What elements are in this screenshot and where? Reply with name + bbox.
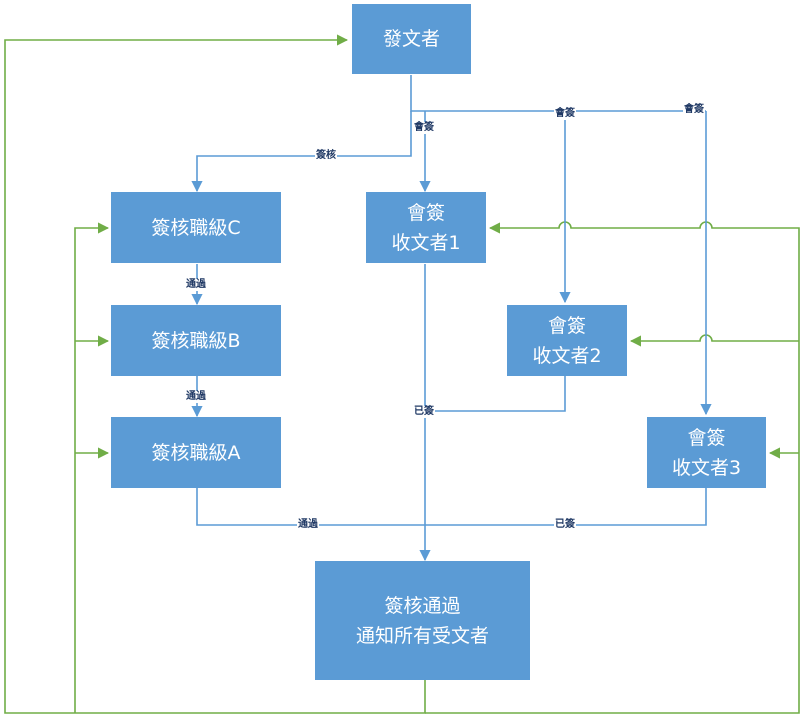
signed-3-edge-label: 已簽 <box>554 519 576 531</box>
sender-trunk-line <box>410 75 706 112</box>
level-a-box: 簽核職級A <box>111 417 281 488</box>
level-b-label: 簽核職級B <box>151 329 241 352</box>
return-to-sender-line <box>4 34 426 714</box>
sender-label: 發文者 <box>382 28 440 50</box>
pass-c-b-edge-label: 通過 <box>185 279 207 291</box>
return-right-bus-line <box>425 221 800 714</box>
pass-a-edge-label: 通過 <box>297 519 319 531</box>
co-recipient-2-line-1: 會簽 <box>547 314 586 337</box>
approved-line-1: 簽核通過 <box>384 594 461 617</box>
countersign-1-edge-label: 會簽 <box>413 122 435 134</box>
recipient-2-signed-line <box>425 376 566 412</box>
sender-box: 發文者 <box>352 4 471 74</box>
return-to-recipient-2-line <box>629 334 799 347</box>
level-a-pass-line <box>196 488 707 526</box>
co-recipient-1-line-2: 收文者1 <box>391 231 461 254</box>
co-recipient-3-line-1: 會簽 <box>687 426 726 449</box>
co-recipient-2-line-2: 收文者2 <box>532 344 602 367</box>
co-recipient-1-box: 會簽 收文者1 <box>366 192 486 263</box>
pass-b-a-edge-label: 通過 <box>185 391 207 403</box>
co-recipient-2-box: 會簽 收文者2 <box>507 305 627 376</box>
co-recipient-3-line-2: 收文者3 <box>671 456 742 479</box>
review-edge-label: 簽核 <box>315 150 337 162</box>
level-c-box: 簽核職級C <box>111 192 281 263</box>
review-line <box>191 111 412 193</box>
level-b-box: 簽核職級B <box>111 305 281 376</box>
countersign-3-edge-label: 會簽 <box>683 104 705 116</box>
return-to-level-c-line <box>74 222 110 713</box>
countersign-2-edge-label: 會簽 <box>554 108 576 120</box>
co-recipient-3-box: 會簽 收文者3 <box>647 417 766 488</box>
approved-box: 簽核通過 通知所有受文者 <box>315 561 530 680</box>
co-recipient-1-line-1: 會簽 <box>406 201 445 224</box>
level-a-label: 簽核職級A <box>151 441 241 464</box>
signed-2-edge-label: 已簽 <box>413 406 435 418</box>
level-c-label: 簽核職級C <box>151 216 241 239</box>
approved-line-2: 通知所有受文者 <box>355 624 489 647</box>
